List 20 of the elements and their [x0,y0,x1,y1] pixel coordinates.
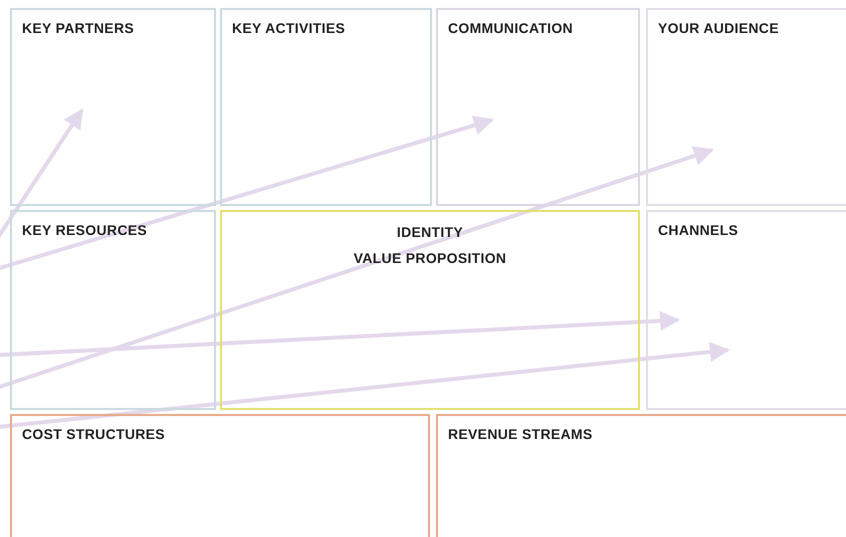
box-heading: KEY ACTIVITIES [232,20,346,36]
canvas-box [436,414,846,537]
canvas-box [646,8,846,206]
box-heading: KEY RESOURCES [22,222,148,238]
canvas-box [10,210,216,410]
box-heading: KEY PARTNERS [22,20,134,36]
box-heading: REVENUE STREAMS [448,426,593,442]
box-heading: VALUE PROPOSITION [352,250,508,266]
canvas-box [646,210,846,410]
canvas-box [10,8,216,206]
canvas-box [436,8,640,206]
box-heading: YOUR AUDIENCE [658,20,779,36]
canvas-box [220,8,432,206]
canvas-box [220,210,640,410]
box-heading: COST STRUCTURES [22,426,165,442]
box-heading: CHANNELS [658,222,738,238]
arrow [0,310,680,359]
canvas-box [10,414,430,537]
box-heading: IDENTITY [396,224,464,240]
box-heading: COMMUNICATION [448,20,573,36]
